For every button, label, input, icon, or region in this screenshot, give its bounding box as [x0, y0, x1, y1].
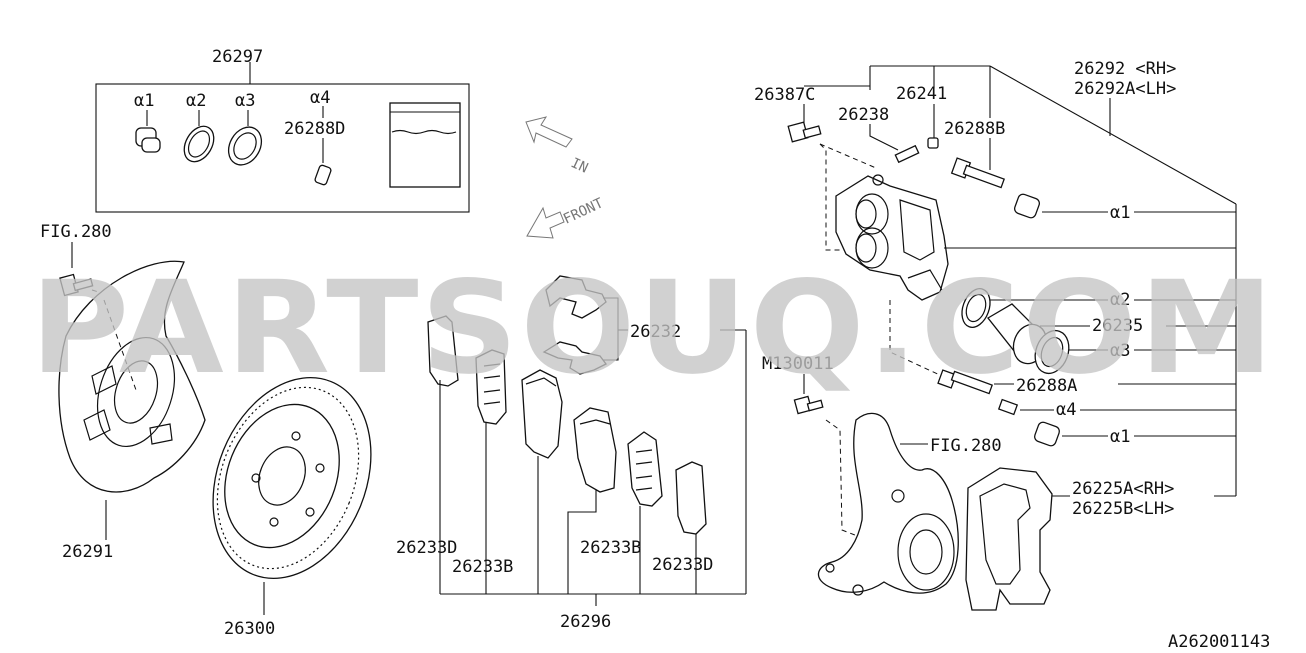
label-caliper-a1-bottom[interactable]: α1: [1110, 427, 1130, 447]
pads-group: 26232: [396, 275, 747, 632]
shim-inner-left-part: [475, 349, 507, 425]
label-26225B-lh[interactable]: 26225B<LH>: [1072, 499, 1174, 519]
label-26241[interactable]: 26241: [896, 84, 947, 104]
label-fig280-top[interactable]: FIG.280: [40, 222, 112, 242]
label-dir-in: IN: [568, 155, 590, 177]
backing-plate-26291-part: [58, 260, 206, 493]
clip-lower-part: [542, 341, 607, 375]
rotor-26300-part: [212, 377, 372, 579]
label-26235[interactable]: 26235: [1092, 316, 1143, 336]
label-kit-a2[interactable]: α2: [186, 91, 206, 111]
pin-a4-part: [314, 164, 332, 186]
grease-packet-part: [389, 102, 461, 188]
label-26387C[interactable]: 26387C: [754, 85, 815, 105]
caliper-body-part: [835, 174, 949, 301]
label-26300[interactable]: 26300: [224, 619, 275, 639]
label-kit-a1[interactable]: α1: [134, 91, 154, 111]
label-kit-a3[interactable]: α3: [235, 91, 255, 111]
label-26232[interactable]: 26232: [630, 322, 681, 342]
kit-box: [95, 83, 470, 213]
rotor-group: 26300: [212, 377, 372, 639]
caliper-group: 26387C 26238 26241 26288B 26292 <RH> 262…: [754, 59, 1237, 497]
pin-a4-part: [997, 398, 1019, 416]
label-26238[interactable]: 26238: [838, 105, 889, 125]
seal-a2-part: [961, 288, 991, 328]
boot-a1-bottom-part: [1034, 421, 1060, 447]
pad-left-part: [521, 369, 563, 459]
label-caliper-a1-top[interactable]: α1: [1110, 203, 1130, 223]
bolt-M130011-part: [793, 395, 824, 415]
direction-front-arrow: FRONT: [526, 195, 606, 239]
label-M130011[interactable]: M130011: [762, 354, 834, 374]
label-26292A-lh[interactable]: 26292A<LH>: [1074, 79, 1176, 99]
bolt-part: [59, 273, 94, 297]
pin-26288A-part: [937, 369, 993, 395]
label-26288D[interactable]: 26288D: [284, 119, 345, 139]
cap-26241-part: [927, 137, 939, 149]
label-caliper-a4[interactable]: α4: [1056, 400, 1076, 420]
clip-upper-part: [545, 275, 607, 319]
label-diagram-id: A262001143: [1168, 632, 1270, 652]
kit-26297-group: 26297 α1 α2 α3 α4 26288D: [95, 47, 470, 213]
pin-26288B-part: [950, 157, 1005, 189]
boot-a1-top-part: [1014, 193, 1040, 219]
label-dir-front: FRONT: [561, 195, 606, 228]
boot-a1-part: [135, 127, 161, 153]
shim-outer-left-part: [427, 315, 459, 387]
label-kit-a4[interactable]: α4: [310, 88, 330, 108]
seal-a3-part: [1034, 329, 1070, 375]
watermark: PARTSOUQ.COM: [30, 254, 1276, 403]
seal-a3-part: [227, 126, 263, 166]
pad-right-part: [573, 407, 617, 493]
label-26233B-right[interactable]: 26233B: [580, 538, 641, 558]
caliper-support-part: [965, 467, 1053, 611]
label-26225A-rh[interactable]: 26225A<RH>: [1072, 479, 1174, 499]
label-26288A[interactable]: 26288A: [1016, 376, 1077, 396]
label-26233B-left[interactable]: 26233B: [452, 557, 513, 577]
seal-a2-part: [183, 125, 215, 163]
shim-inner-right-part: [627, 431, 663, 507]
bolt-26387C-part: [787, 121, 822, 143]
label-caliper-a2[interactable]: α2: [1110, 290, 1130, 310]
label-26296[interactable]: 26296: [560, 612, 611, 632]
label-caliper-a3[interactable]: α3: [1110, 341, 1130, 361]
bleeder-26238-part: [894, 144, 920, 164]
label-26233D-left[interactable]: 26233D: [396, 538, 457, 558]
label-26233D-right[interactable]: 26233D: [652, 555, 713, 575]
backing-plate-group: FIG.280 26291: [40, 222, 206, 562]
shim-outer-right-part: [675, 461, 707, 535]
label-26292-rh[interactable]: 26292 <RH>: [1074, 59, 1176, 79]
direction-in-arrow: IN: [525, 116, 590, 177]
knuckle-group: M130011 FIG.280 26225A<RH> 26225B<LH>: [762, 354, 1174, 611]
label-26291[interactable]: 26291: [62, 542, 113, 562]
label-fig280-knuckle[interactable]: FIG.280: [930, 436, 1002, 456]
label-26288B[interactable]: 26288B: [944, 119, 1005, 139]
steering-knuckle-part: [817, 412, 959, 596]
label-26297[interactable]: 26297: [212, 47, 263, 67]
